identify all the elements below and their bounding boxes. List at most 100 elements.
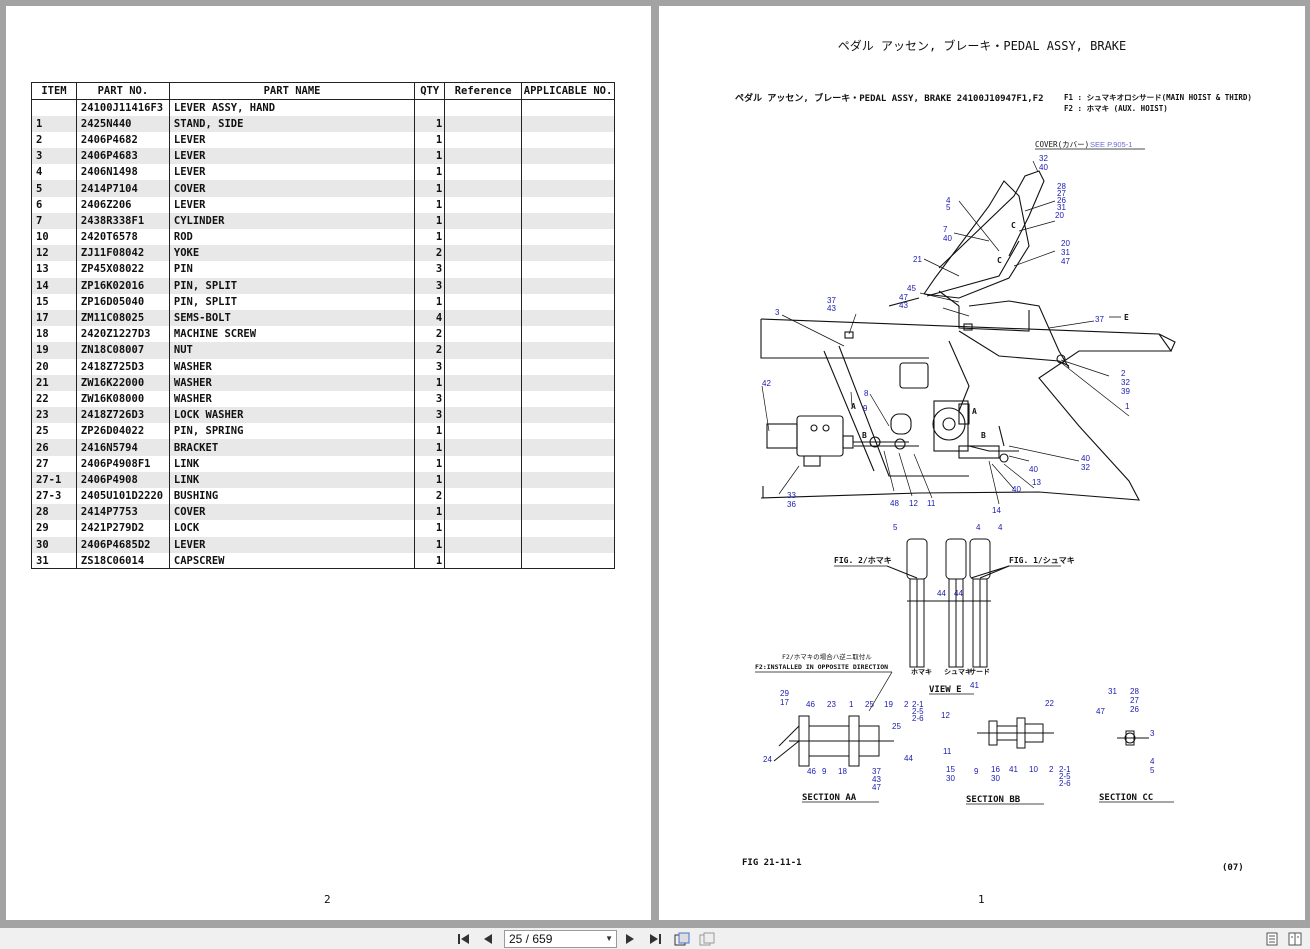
cell-part-name: SEMS-BOLT [168,309,416,327]
page-selector[interactable]: 25 / 659 ▼ [504,930,617,948]
callout-number: 40 [1039,163,1048,172]
fig2-label: FIG. 2/ホマキ [834,556,892,565]
cell-item: 15 [31,293,77,310]
callout-number: 1 [849,700,854,709]
cell-applicable-no [521,439,615,456]
section-bb-label: SECTION BB [966,795,1021,805]
callout-number: 20 [1061,239,1070,248]
first-page-button[interactable] [455,930,473,947]
cell-part-no: 2418Z726D3 [75,407,170,424]
callout-number: 41 [970,681,979,690]
previous-page-button[interactable] [479,930,497,947]
callout-number: 2-6 [1059,779,1071,788]
page-layout-button[interactable] [698,930,716,947]
cell-part-name: MACHINE SCREW [168,326,416,343]
f2-install-note: F2:INSTALLED IN OPPOSITE DIRECTION [755,663,888,671]
callout-number: 26 [1057,196,1066,205]
cell-reference [444,261,523,278]
cell-part-name: WASHER [168,390,416,408]
cell-applicable-no [521,277,615,294]
cell-reference [444,374,523,391]
cell-qty: 1 [414,423,446,440]
cell-qty: 1 [414,229,446,246]
pdf-page-left: ITEM PART NO. PART NAME QTY Reference AP… [6,6,651,920]
two-page-view-button[interactable] [1286,930,1304,947]
next-page-button[interactable] [621,930,639,947]
cell-reference [444,358,523,375]
callout-number: 5 [946,203,951,212]
last-page-button[interactable] [646,930,664,947]
cell-part-name: LINK [168,455,416,472]
page-number-left: 2 [324,893,331,906]
callout-number: 31 [1108,687,1117,696]
callout-number: 46 [806,700,815,709]
page-indicator[interactable]: 25 / 659 [509,932,553,946]
cell-applicable-no [521,504,615,521]
callout-number: 44 [904,754,913,763]
cell-part-no: ZS18C06014 [75,552,170,570]
view-sublabel-aux: ホマキ [911,668,932,676]
cell-item: 20 [31,358,77,375]
callout-number: 2-6 [912,714,924,723]
cell-applicable-no [521,180,615,197]
cell-part-name: WASHER [168,374,416,391]
callout-number: 12 [941,711,950,720]
cell-part-name: BRACKET [168,439,416,456]
cell-part-name: LEVER [168,536,416,553]
cell-part-no: 2406Z206 [75,196,170,213]
cell-applicable-no [521,536,615,553]
callout-number: 11 [927,499,936,508]
page-layout-icon [699,932,715,945]
cell-applicable-no [521,196,615,213]
cell-part-no: ZN18C08007 [75,342,170,359]
previous-page-icon [484,933,492,944]
callout-number: 48 [890,499,899,508]
cell-part-no: 2420Z1227D3 [75,326,170,343]
callout-number: 2-1 [912,700,924,709]
cell-applicable-no [521,326,615,343]
last-page-icon [650,933,661,944]
callout-number: 47 [1061,257,1070,266]
see-reference-link[interactable]: SEE P.905-1 [1090,140,1132,149]
callout-number: 43 [899,301,908,310]
cell-part-no: 2406N1498 [75,164,170,181]
cell-reference [444,390,523,408]
callout-number: 17 [780,698,789,707]
cell-applicable-no [521,488,615,505]
section-bb-drawing [977,717,1054,749]
cell-part-no: 2416N5794 [75,439,170,456]
cell-item: 2 [31,131,77,149]
cell-qty: 1 [414,520,446,537]
view-e-marker: E [1124,313,1129,322]
rotate-view-button[interactable] [673,930,691,947]
single-page-view-button[interactable] [1263,930,1281,947]
cover-label: COVER(カバー) [1035,140,1089,149]
parts-diagram: ペダル アッセン, ブレーキ・PEDAL ASSY, BRAKE 24100J1… [735,92,1252,873]
cell-part-name: YOKE [168,245,416,262]
callout-number: 44 [954,589,963,598]
callout-number: 47 [872,783,881,792]
cell-part-no: 2420T6578 [75,229,170,246]
callout-number: 4 [1150,757,1155,766]
cell-qty: 1 [414,196,446,213]
cell-qty: 1 [414,552,446,570]
cell-qty [414,99,446,116]
cell-qty: 2 [414,488,446,505]
cell-applicable-no [521,212,615,229]
cell-part-no: ZW16K22000 [75,374,170,391]
callout-number: 3 [1150,729,1155,738]
section-aa-label: SECTION AA [802,793,857,803]
cell-item: 12 [31,245,77,262]
cell-qty: 1 [414,293,446,310]
cell-qty: 1 [414,180,446,197]
header-qty: QTY [414,82,446,100]
cell-part-no: ZM11C08025 [75,309,170,327]
